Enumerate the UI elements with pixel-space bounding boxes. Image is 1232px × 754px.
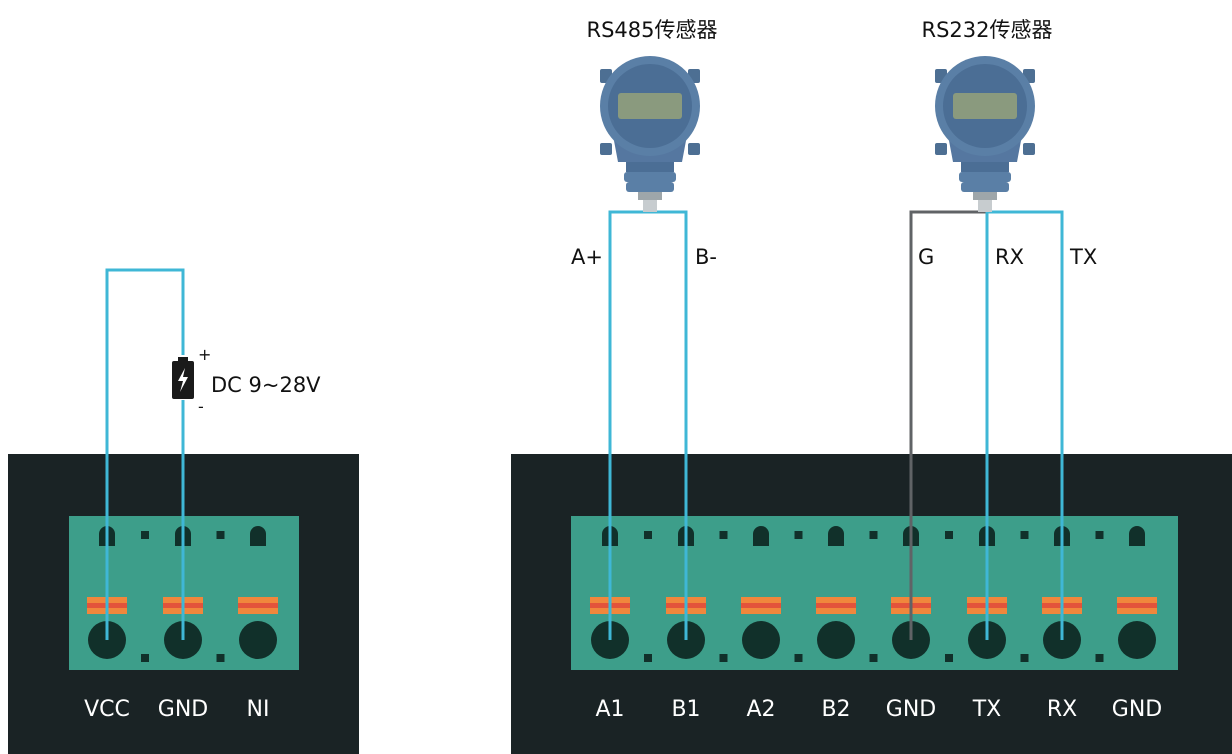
right-terminal-separator-bot-6 — [1095, 654, 1104, 662]
left-terminal-separator-top-1 — [216, 531, 225, 539]
right-terminal-separator-top-1 — [719, 531, 728, 539]
right-terminal-screw-7[interactable] — [1118, 621, 1156, 659]
wire-label-tx: TX — [1069, 245, 1097, 269]
right-terminal-separator-bot-0 — [644, 654, 652, 662]
right-terminal-screw-3[interactable] — [817, 621, 855, 659]
left-terminal-clip-2 — [250, 526, 266, 546]
right-terminal-separator-top-4 — [945, 531, 953, 539]
right-terminal-separator-top-6 — [1095, 531, 1104, 539]
rs485-ear-right-low — [688, 143, 700, 155]
wire-label-a-plus: A+ — [571, 245, 603, 269]
vcc-wire — [105, 268, 185, 640]
rs232-ear-left-low — [935, 143, 947, 155]
right-terminal-spring-mid-2 — [741, 603, 781, 608]
rs232-stem-ring-2 — [961, 182, 1009, 192]
wire-label-g: G — [918, 245, 934, 269]
right-terminal-clip-3 — [828, 526, 844, 546]
rs232-sensor — [935, 56, 1035, 212]
left-terminal-label-2: NI — [247, 697, 270, 722]
wire-label-b-minus: B- — [695, 245, 717, 269]
rs485-stem-top — [626, 162, 674, 172]
rs232-stem-top — [961, 162, 1009, 172]
power-wires — [105, 268, 185, 640]
right-terminal-label-4: GND — [886, 697, 936, 722]
right-terminal-separator-top-0 — [644, 531, 652, 539]
right-terminal-spring-top-2 — [741, 597, 781, 603]
right-terminal-spring-bot-3 — [816, 608, 856, 614]
right-terminal-spring-mid-7 — [1117, 603, 1157, 608]
rs232-sensor-title: RS232传感器 — [921, 18, 1052, 42]
right-terminal-separator-top-2 — [794, 531, 803, 539]
right-terminal-separator-bot-5 — [1020, 654, 1029, 662]
right-terminal-separator-bot-4 — [945, 654, 953, 662]
left-terminal-separator-bot-1 — [216, 654, 225, 662]
left-terminal-screw-2[interactable] — [239, 621, 277, 659]
power-voltage-label: DC 9~28V — [211, 373, 321, 397]
lightning-bolt-icon — [178, 368, 188, 392]
right-terminal-separator-bot-1 — [719, 654, 728, 662]
wire-label-rx: RX — [995, 245, 1024, 269]
right-terminal-screw-2[interactable] — [742, 621, 780, 659]
right-terminal-clip-7 — [1129, 526, 1145, 546]
rs232-wires — [909, 210, 1064, 640]
left-terminal-spring-bot-2 — [238, 608, 278, 614]
right-terminal-separator-top-3 — [869, 531, 878, 539]
rs232-connector — [973, 192, 997, 200]
power-plus-sign: + — [198, 345, 211, 364]
right-terminal-spring-bot-2 — [741, 608, 781, 614]
right-terminal-label-1: B1 — [671, 697, 700, 722]
rs232-cable-gland — [978, 200, 992, 212]
rs232-display-screen — [953, 93, 1017, 119]
right-terminal-spring-mid-3 — [816, 603, 856, 608]
left-terminal-label-1: GND — [158, 697, 208, 722]
rs232-stem-ring-1 — [959, 172, 1011, 182]
left-terminal-spring-mid-2 — [238, 603, 278, 608]
rs485-sensor — [600, 56, 700, 212]
right-terminal-label-5: TX — [972, 697, 1002, 722]
battery-icon — [172, 357, 194, 399]
right-terminal-separator-bot-3 — [869, 654, 878, 662]
left-terminal-separator-top-0 — [141, 531, 149, 539]
left-terminal-spring-top-2 — [238, 597, 278, 603]
right-terminal-spring-top-7 — [1117, 597, 1157, 603]
left-terminal-label-0: VCC — [84, 697, 130, 722]
rs232-ear-right-low — [1023, 143, 1035, 155]
right-terminal-spring-bot-7 — [1117, 608, 1157, 614]
right-terminal-separator-top-5 — [1020, 531, 1029, 539]
right-terminal-labels: A1 B1 A2 B2 GND TX RX GND — [595, 697, 1162, 722]
rs485-connector — [638, 192, 662, 200]
g-wire — [909, 210, 987, 640]
left-terminal-labels: VCC GND NI — [84, 697, 269, 722]
right-terminal-strip — [571, 516, 1178, 670]
tx-wire — [987, 210, 1064, 640]
rs485-stem-ring-1 — [624, 172, 676, 182]
right-terminal-label-7: GND — [1112, 697, 1162, 722]
right-terminal-separator-bot-2 — [794, 654, 803, 662]
right-terminal-label-0: A1 — [595, 697, 624, 722]
rs485-sensor-title: RS485传感器 — [586, 18, 717, 42]
rs485-ear-left-low — [600, 143, 612, 155]
right-terminal-spring-top-3 — [816, 597, 856, 603]
rs485-display-screen — [618, 93, 682, 119]
right-terminal-label-3: B2 — [821, 697, 850, 722]
right-terminal-label-2: A2 — [746, 697, 775, 722]
rs485-stem-ring-2 — [626, 182, 674, 192]
rs485-cable-gland — [643, 200, 657, 212]
right-terminal-label-6: RX — [1047, 697, 1077, 722]
power-minus-sign: - — [198, 397, 204, 416]
left-terminal-separator-bot-0 — [141, 654, 149, 662]
right-terminal-clip-2 — [753, 526, 769, 546]
